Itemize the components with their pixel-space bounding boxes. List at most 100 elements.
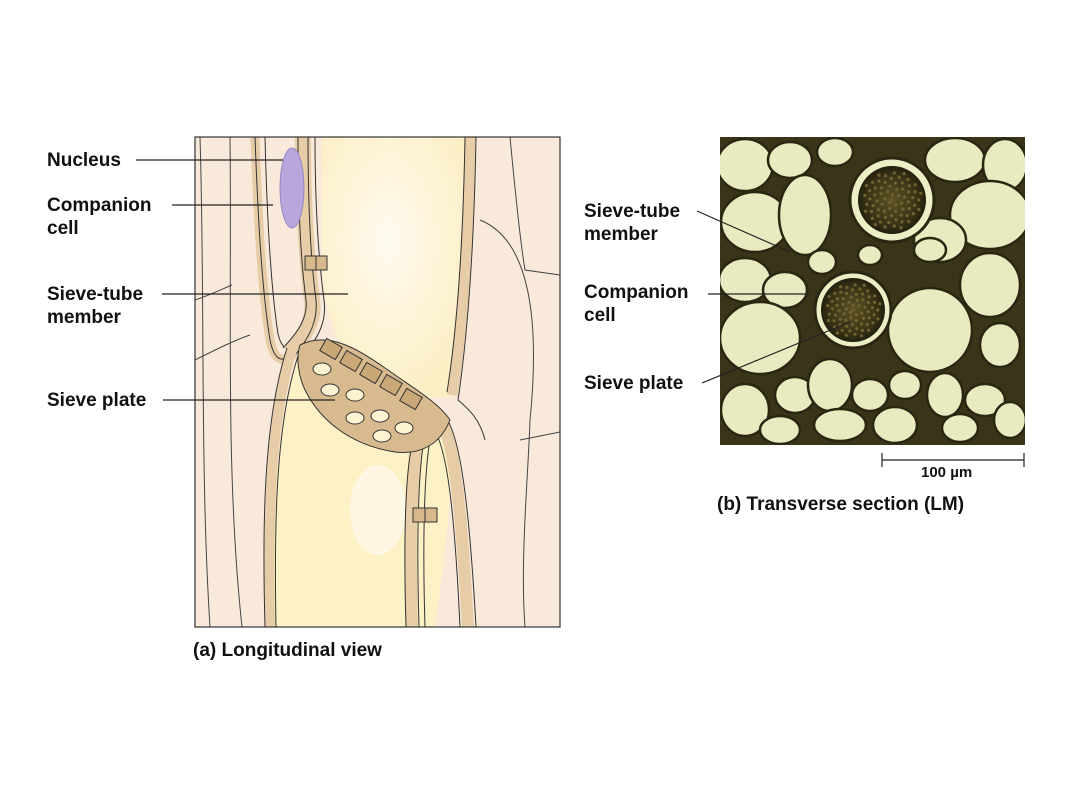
sieve-pore — [835, 331, 840, 335]
sieve-pore — [864, 184, 869, 188]
sieve-pore — [877, 179, 881, 183]
sieve-pore — [917, 207, 921, 212]
caption-longitudinal-view: (a) Longitudinal view — [193, 640, 382, 661]
sieve-pore — [867, 328, 871, 332]
parenchyma-cell — [925, 371, 965, 419]
sieve-pore — [848, 310, 853, 314]
label-sieve-tube-line1: Sieve-tube — [47, 284, 144, 305]
sieve-pore — [830, 299, 834, 303]
sieve-pore — [864, 209, 868, 213]
label-nucleus: Nucleus — [47, 150, 121, 171]
parenchyma-cell — [978, 321, 1022, 369]
sieve-pore — [911, 212, 916, 216]
sieve-pore — [858, 287, 862, 291]
caption-transverse-section: (b) Transverse section (LM) — [717, 494, 965, 515]
sieve-pore — [840, 328, 844, 333]
sieve-pore — [880, 202, 884, 206]
sieve-pore — [883, 197, 887, 201]
parenchyma-cell — [940, 412, 980, 444]
sieve-pore — [867, 295, 871, 299]
sieve-pore — [890, 198, 894, 202]
sieve-pore — [848, 329, 852, 333]
sieve-pore — [913, 190, 917, 194]
sieve-pore — [839, 285, 843, 289]
sieve-pore — [877, 173, 881, 177]
sieve-pore — [894, 209, 898, 213]
parenchyma-cell — [720, 382, 771, 438]
parenchyma-cell — [948, 179, 1025, 251]
sieve-pore — [833, 313, 838, 317]
sieve-pore — [837, 309, 841, 313]
sieve-pore — [888, 206, 892, 211]
sieve-pore — [876, 214, 880, 218]
sieve-pore — [861, 298, 865, 302]
sieve-pore — [841, 297, 845, 301]
sieve-pore — [871, 321, 875, 325]
sieve-pore — [917, 198, 921, 202]
sieve-pore — [844, 318, 848, 322]
sieve-pore — [873, 223, 877, 227]
scale-bar-label: 100 µm — [921, 464, 973, 481]
label-sieve-plate-a: Sieve plate — [47, 390, 147, 411]
sieve-pore — [897, 194, 901, 198]
sieve-pore — [897, 175, 901, 179]
sieve-pore — [903, 195, 907, 199]
sieve-pore — [853, 283, 857, 287]
parenchyma-cell — [720, 137, 775, 193]
sieve-pore — [869, 210, 874, 214]
label-companion-cell-a: Companion cell — [47, 194, 152, 240]
parenchyma-cell — [992, 400, 1025, 440]
label-sieve-tube-member-a: Sieve-tube member — [47, 283, 143, 329]
sieve-pore — [893, 181, 898, 185]
sieve-pore — [872, 313, 876, 317]
sieve-pore — [845, 285, 849, 289]
sieve-pore — [835, 303, 839, 307]
sieve-pore — [865, 323, 869, 327]
sieve-pore — [890, 214, 894, 218]
sieve-pore — [844, 307, 849, 311]
sieve-pore — [844, 333, 849, 337]
sieve-pore — [876, 317, 880, 321]
sieve-pore — [879, 192, 883, 196]
sieve-pore — [901, 207, 905, 211]
sieve-pore — [901, 187, 905, 191]
sieve-pore — [839, 290, 843, 294]
sieve-pore — [854, 292, 858, 296]
sieve-pore — [900, 201, 904, 205]
sieve-pore — [882, 209, 887, 213]
parenchyma-cell — [777, 173, 833, 257]
transverse-section-micrograph — [720, 137, 1025, 445]
sieve-pore — [827, 312, 832, 316]
sieve-pore — [845, 291, 849, 296]
sieve-pore — [883, 180, 887, 184]
sieve-pore — [906, 190, 911, 194]
sieve-pore — [878, 302, 882, 306]
sieve-pore — [892, 171, 896, 175]
sieve-pore — [860, 328, 865, 332]
sieve-pore — [879, 186, 884, 190]
sieve-pore — [847, 300, 851, 304]
parenchyma-cell — [886, 286, 974, 374]
parenchyma-cell — [856, 243, 884, 267]
sieve-pore — [826, 318, 831, 323]
sieve-pore — [854, 319, 859, 323]
sieve-pore — [854, 313, 859, 317]
sieve-pore — [866, 300, 870, 305]
sieve-pore — [892, 224, 896, 228]
sieve-pore — [873, 186, 877, 190]
sieve-pore — [894, 203, 898, 207]
sieve-pore — [906, 177, 910, 182]
sieve-pore — [855, 298, 860, 302]
label-sieve-plate-b: Sieve plate — [584, 373, 684, 394]
sieve-pore — [866, 289, 870, 293]
sieve-pore — [850, 288, 855, 292]
sieve-pore — [913, 183, 917, 187]
parenchyma-cell — [812, 407, 868, 443]
sieve-pore — [863, 193, 867, 197]
sieve-pore — [870, 306, 875, 310]
sieve-pore — [899, 213, 903, 217]
parenchyma-cell — [806, 248, 838, 276]
sieve-pore — [873, 193, 877, 197]
parenchyma-cell — [806, 357, 854, 413]
